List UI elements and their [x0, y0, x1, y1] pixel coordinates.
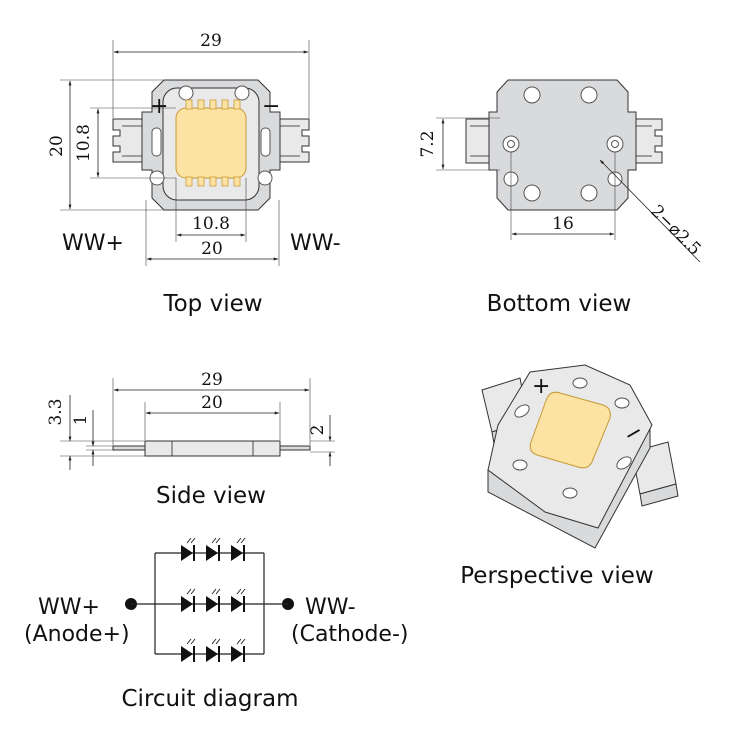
bottom-view-dim-hole: 2−⌀2.5	[646, 201, 704, 259]
side-view-caption: Side view	[156, 483, 266, 509]
top-view-caption: Top view	[162, 291, 262, 317]
diode-icon	[206, 638, 221, 662]
top-view-dim-body-width: 20	[201, 239, 223, 259]
top-view-chip	[175, 107, 247, 179]
top-view-chip-tabs	[185, 99, 241, 187]
top-view-terminal-left: WW+	[62, 231, 124, 256]
diode-icon	[181, 588, 196, 612]
top-view-hole-br	[257, 170, 273, 186]
circuit-right-terminal: WW-	[305, 595, 356, 620]
bottom-view-dim-height: 7.2	[418, 130, 438, 157]
top-view-dim-chip-height: 10.8	[74, 124, 94, 162]
top-view-terminal-right: WW-	[290, 231, 341, 256]
diode-icon	[206, 588, 221, 612]
top-view-slot-left	[151, 127, 162, 157]
circuit-left-terminal: WW+	[38, 595, 100, 620]
top-view-dim-width-total: 29	[200, 31, 222, 51]
top-view-plus-label: +	[150, 94, 168, 119]
bottom-view-body	[488, 79, 637, 211]
bottom-view-hole-bl	[523, 184, 541, 202]
circuit-diagram: WW+ (Anode+) WW- (Cathode-) Circuit diag…	[24, 537, 408, 712]
diode-icon	[231, 588, 246, 612]
perspective-view-caption: Perspective view	[460, 563, 653, 589]
top-view-dim-chip-width: 10.8	[192, 214, 230, 234]
diode-icon	[181, 537, 196, 561]
side-view: 29 20 3.3 1 2 Side view	[46, 370, 335, 509]
side-view-lead-left	[112, 445, 146, 451]
circuit-right-note: (Cathode-)	[291, 622, 408, 647]
diode-icon	[181, 638, 196, 662]
top-view-slot-right	[260, 127, 271, 157]
bottom-view-dim-width: 16	[552, 214, 574, 234]
side-view-dim-total-width: 29	[201, 370, 223, 390]
diode-icon	[231, 638, 246, 662]
bottom-view-hole-tr	[580, 86, 598, 104]
top-view: + − 29 20 10.8 10.8 20 WW+ WW- Top view	[47, 31, 341, 317]
side-view-body	[144, 440, 281, 457]
side-view-dim-body-width: 20	[201, 393, 223, 413]
top-view-dim-height-total: 20	[47, 135, 67, 157]
side-view-dim-height-lead: 1	[71, 415, 91, 426]
bottom-view-caption: Bottom view	[487, 291, 632, 317]
top-view-hole-tr	[234, 85, 250, 101]
diode-icon	[206, 537, 221, 561]
top-view-hole-tl	[178, 85, 194, 101]
bottom-view-hole-br	[580, 184, 598, 202]
side-view-dim-height-right: 2	[308, 425, 328, 436]
bottom-view-hole-tl	[523, 86, 541, 104]
top-view-minus-label: −	[262, 94, 280, 119]
side-view-lead-right	[279, 445, 311, 451]
circuit-caption: Circuit diagram	[122, 686, 299, 712]
perspective-plus-label: +	[532, 374, 550, 399]
perspective-view: + − Perspective view	[460, 364, 679, 589]
perspective-chip	[529, 391, 611, 469]
bottom-view: 7.2 16 2−⌀2.5 Bottom view	[418, 79, 705, 317]
diode-icon	[231, 537, 246, 561]
side-view-dim-height-total: 3.3	[46, 398, 66, 425]
circuit-left-note: (Anode+)	[24, 622, 130, 647]
